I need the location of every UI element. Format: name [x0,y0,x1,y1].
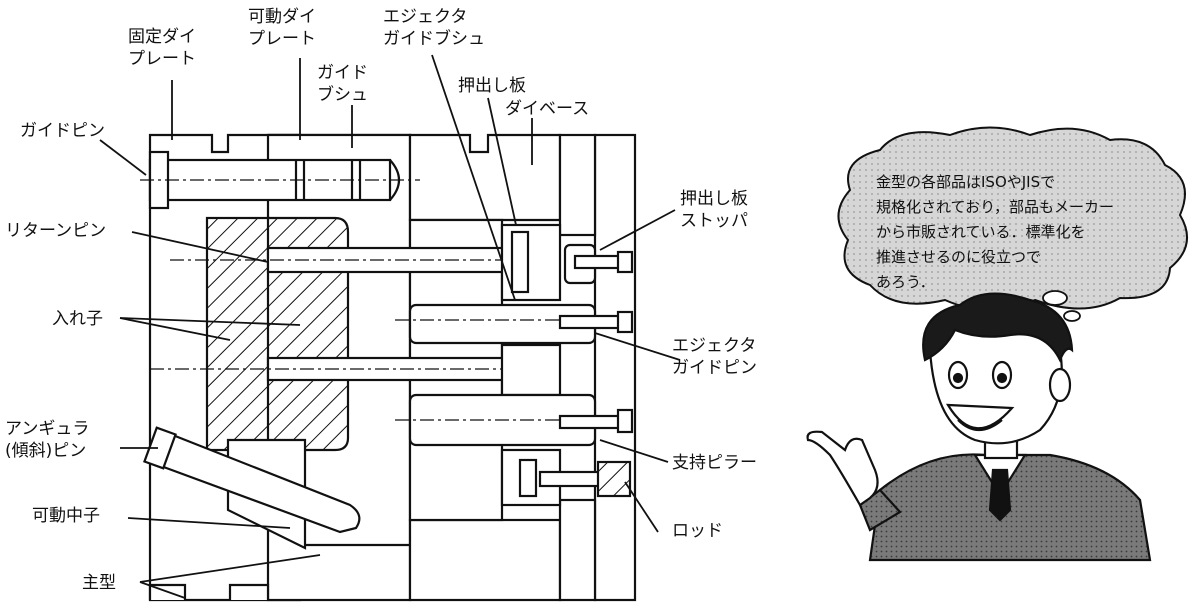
rod-part [538,460,632,498]
label-fixed-die-plate: 固定ダイ プレート [128,27,196,69]
die-base-bottom [408,518,562,602]
label-support-pillar: 支持ピラー [672,453,757,473]
label-guide-bush: ガイド ブシュ [317,63,368,105]
bolt-1 [573,250,634,274]
bubble-line: あろう． [876,273,935,291]
mold-cross-section [140,133,637,602]
rear-plate [593,133,637,602]
label-insert: 入れ子 [52,309,103,329]
label-ejector-guide-pin: エジェクタ ガイドピン [672,336,757,378]
label-movable-core: 可動中子 [32,506,100,526]
ejector-plate-lower [500,343,562,397]
die-base-top [408,133,562,222]
bubble-line: から市販されている．標準化を [876,223,1086,241]
bubble-line: 金型の各部品はISOやJISで [876,173,1056,191]
bubble-line: 規格化されており，部品もメーカー [876,198,1115,216]
label-movable-die-plate: 可動ダイ プレート [248,7,316,49]
label-return-pin: リターンピン [5,221,107,241]
label-ejector-plate: 押出し板 [458,76,526,96]
label-main-mold: 主型 [82,573,116,593]
angular-pin-part [143,426,361,534]
insert-left [205,216,271,452]
label-guide-pin: ガイドピン [20,121,105,141]
rear-spacer [558,133,597,237]
label-angular-pin: アンギュラ (傾斜)ピン [5,419,90,461]
bolt-2 [558,310,634,334]
bubble-line: 推進させるのに役立つで [876,248,1042,266]
label-die-base: ダイベース [505,99,590,119]
label-ejector-plate-stopper: 押出し板 ストッパ [680,189,748,231]
label-ejector-guide-bush: エジェクタ ガイドブシュ [383,7,485,49]
cartoon-presenter [806,292,1152,562]
speech-bubble [837,126,1188,322]
label-rod: ロッド [672,521,723,541]
insert-right [266,216,350,452]
rear-spacer-bottom [558,498,597,602]
leader-lines [99,54,681,599]
bubble-text: 金型の各部品はISOやJISで 規格化されており，部品もメーカー から市販されて… [876,170,1176,295]
bolt-3 [558,408,634,434]
